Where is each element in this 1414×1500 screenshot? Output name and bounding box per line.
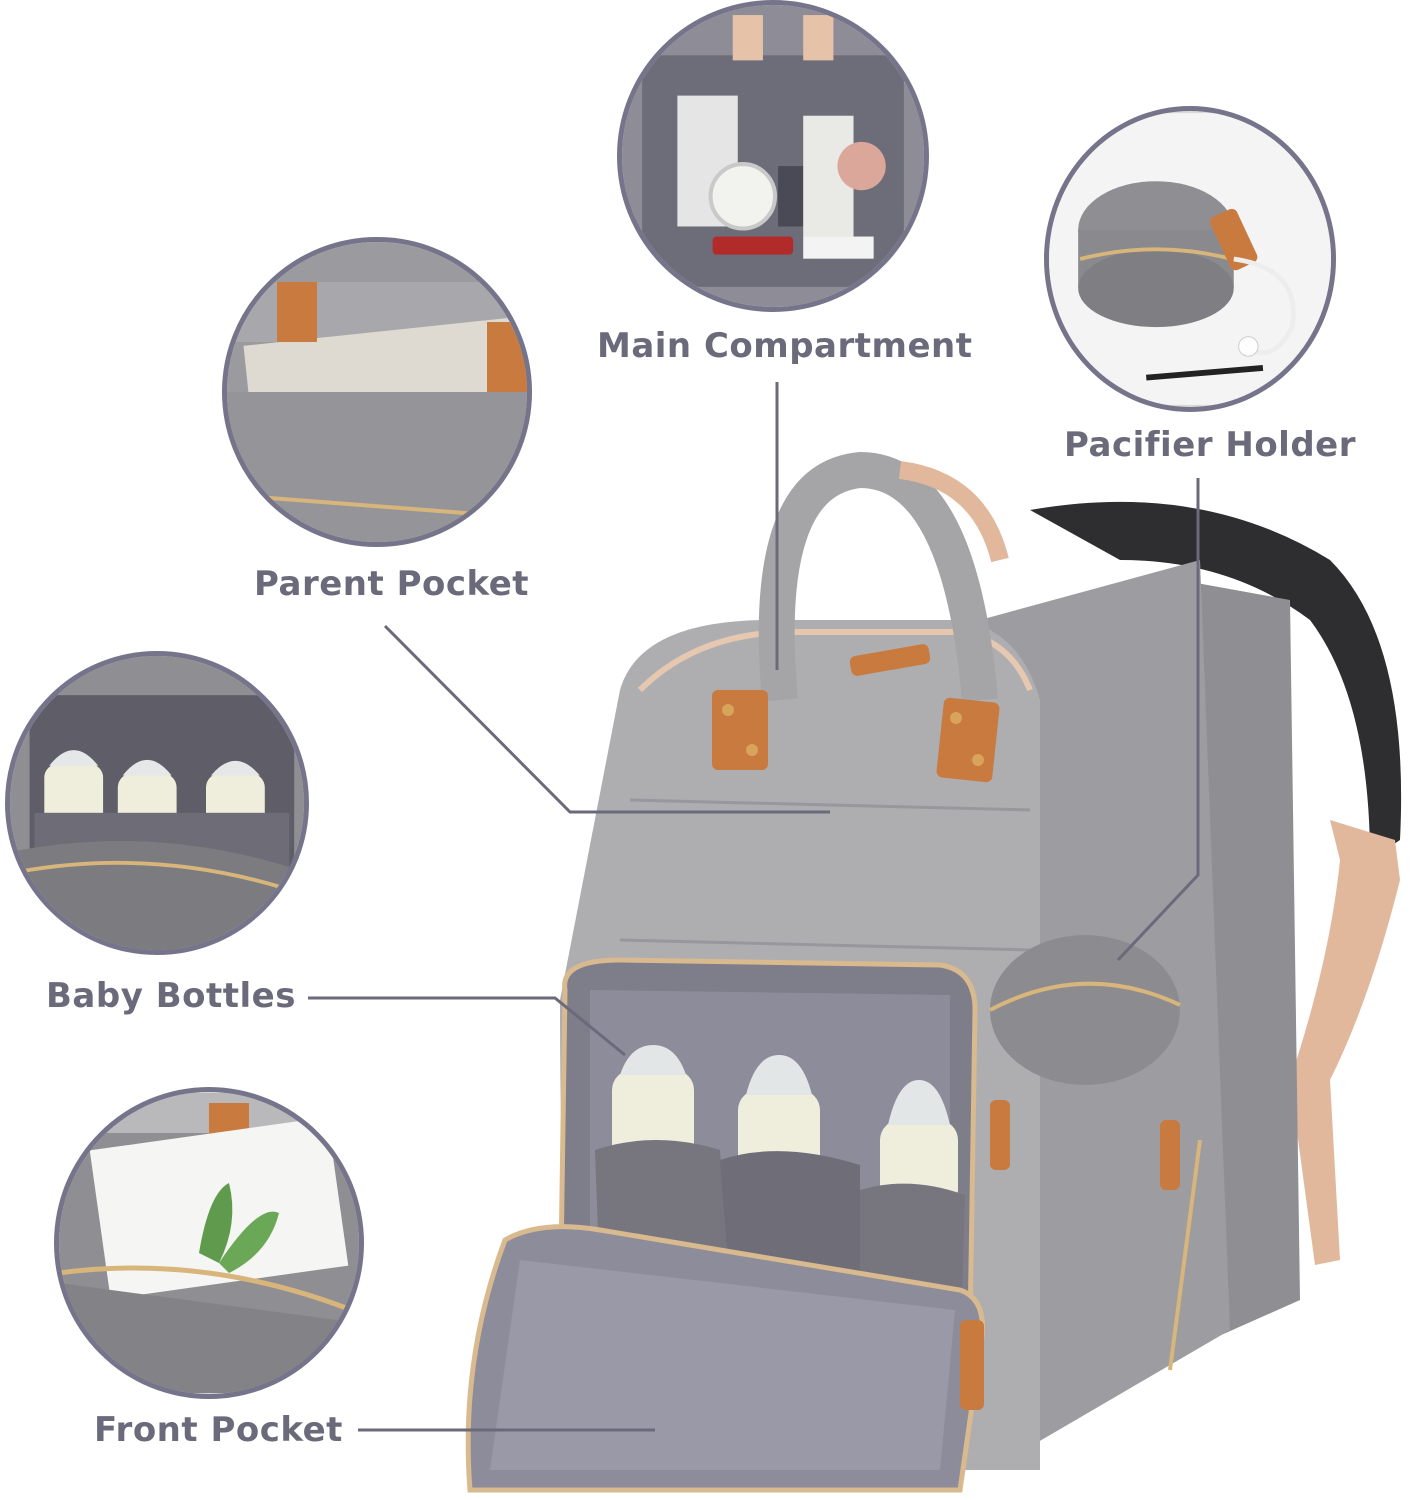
- label-front-pocket: Front Pocket: [94, 1410, 343, 1450]
- parent-pocket-photo: [227, 242, 527, 542]
- front-pocket-photo: [59, 1093, 359, 1393]
- callout-front-pocket: [54, 1087, 364, 1399]
- leader-pacifier-holder: [1116, 478, 1200, 962]
- callout-pacifier-holder: [1044, 106, 1336, 412]
- label-main-compartment: Main Compartment: [597, 326, 973, 366]
- leader-lines: [308, 382, 1200, 1432]
- baby-bottles-photo: [10, 656, 304, 950]
- callout-main-compartment: [617, 0, 929, 312]
- pacifier-holder-photo: [1049, 113, 1331, 405]
- leader-baby-bottles: [308, 996, 626, 1057]
- label-baby-bottles: Baby Bottles: [46, 976, 296, 1016]
- callout-baby-bottles: [5, 651, 309, 955]
- leader-parent-pocket: [383, 624, 830, 814]
- label-parent-pocket: Parent Pocket: [254, 564, 530, 604]
- label-pacifier-holder: Pacifier Holder: [1064, 425, 1357, 465]
- callout-parent-pocket: [222, 237, 532, 547]
- main-compartment-photo: [622, 5, 924, 307]
